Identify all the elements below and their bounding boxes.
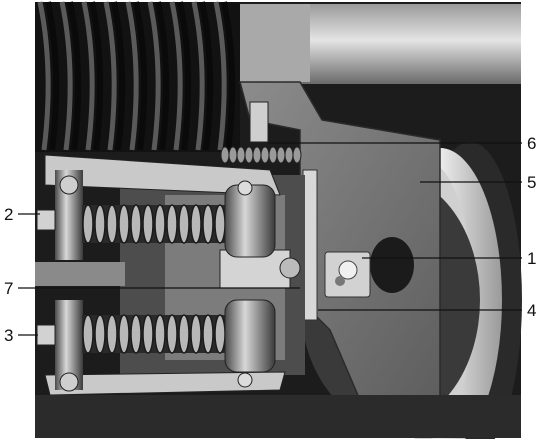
plate-hole <box>370 237 414 293</box>
spring-coil <box>118 204 130 244</box>
callout-5: 5 <box>527 173 536 192</box>
lower-link-plate <box>44 371 286 396</box>
small-coil-turn <box>220 146 230 164</box>
upper-spring-cap <box>224 184 276 258</box>
bellows-rib <box>125 1 139 151</box>
bolt-head <box>338 260 358 280</box>
callout-4: 4 <box>527 301 536 320</box>
bellows-rib <box>147 1 161 151</box>
callout-6: 6 <box>527 134 536 153</box>
spring-coil <box>154 204 166 244</box>
left-nut-upper <box>36 209 56 231</box>
spring-coil <box>166 204 178 244</box>
spring-coil <box>142 314 154 354</box>
spring-coil <box>166 314 178 354</box>
bellows-rib-shadow <box>67 1 82 151</box>
spring-coil <box>130 204 142 244</box>
bellows-rib <box>59 1 73 151</box>
spring-coil <box>178 204 190 244</box>
bellows-rib-shadow <box>111 1 126 151</box>
spring-coil <box>82 314 94 354</box>
spring-coil <box>190 204 202 244</box>
callout-2: 2 <box>4 205 13 224</box>
spring-coil <box>94 204 106 244</box>
small-coil-turn <box>260 146 270 164</box>
small-coil-turn <box>228 146 238 164</box>
spring-coil <box>94 314 106 354</box>
bellows-rib-shadow <box>45 1 60 151</box>
small-coil-turn <box>292 146 302 164</box>
spring-coil <box>142 204 154 244</box>
upper-spring <box>82 204 227 244</box>
bellows-rib-shadow <box>133 1 148 151</box>
small-coil-turn <box>268 146 278 164</box>
bellows-rib <box>191 1 205 151</box>
bellows-rib-shadow <box>89 1 104 151</box>
lower-spring-cap <box>224 299 276 373</box>
left-nut-lower <box>36 324 56 346</box>
callout-1: 1 <box>527 249 536 268</box>
top-bracket-block <box>240 4 310 82</box>
small-coil <box>220 146 302 164</box>
spring-coil <box>202 314 214 354</box>
callouts: 1 2 3 4 5 6 7 <box>4 134 536 345</box>
bottom-shadow <box>35 395 521 438</box>
top-bolt <box>249 101 269 143</box>
small-coil-turn <box>284 146 294 164</box>
spring-coil <box>106 204 118 244</box>
spring-coil <box>178 314 190 354</box>
bellows <box>35 1 240 152</box>
small-coil-turn <box>252 146 262 164</box>
spring-coil <box>214 204 226 244</box>
bellows-rib-shadow <box>177 1 192 151</box>
bellows-rib-shadow <box>221 1 236 151</box>
bellows-rib <box>37 1 51 151</box>
bellows-rib-shadow <box>155 1 170 151</box>
callout-3: 3 <box>4 326 13 345</box>
bellows-rib <box>213 1 227 151</box>
lower-spring <box>82 314 227 354</box>
spring-coil <box>190 314 202 354</box>
spring-coil <box>118 314 130 354</box>
callout-7: 7 <box>4 279 13 298</box>
bellows-rib <box>103 1 117 151</box>
spring-coil <box>154 314 166 354</box>
bellows-rib <box>81 1 95 151</box>
spring-coil <box>106 314 118 354</box>
bellows-rib-shadow <box>199 1 214 151</box>
vertical-rod <box>302 169 318 321</box>
spring-coil <box>82 204 94 244</box>
small-coil-turn <box>276 146 286 164</box>
small-coil-turn <box>244 146 254 164</box>
bellows-rib <box>169 1 183 151</box>
left-arm <box>35 262 125 286</box>
spring-coil <box>214 314 226 354</box>
small-coil-turn <box>236 146 246 164</box>
spring-coil <box>202 204 214 244</box>
upper-link-plate <box>44 154 281 196</box>
spring-coil <box>130 314 142 354</box>
